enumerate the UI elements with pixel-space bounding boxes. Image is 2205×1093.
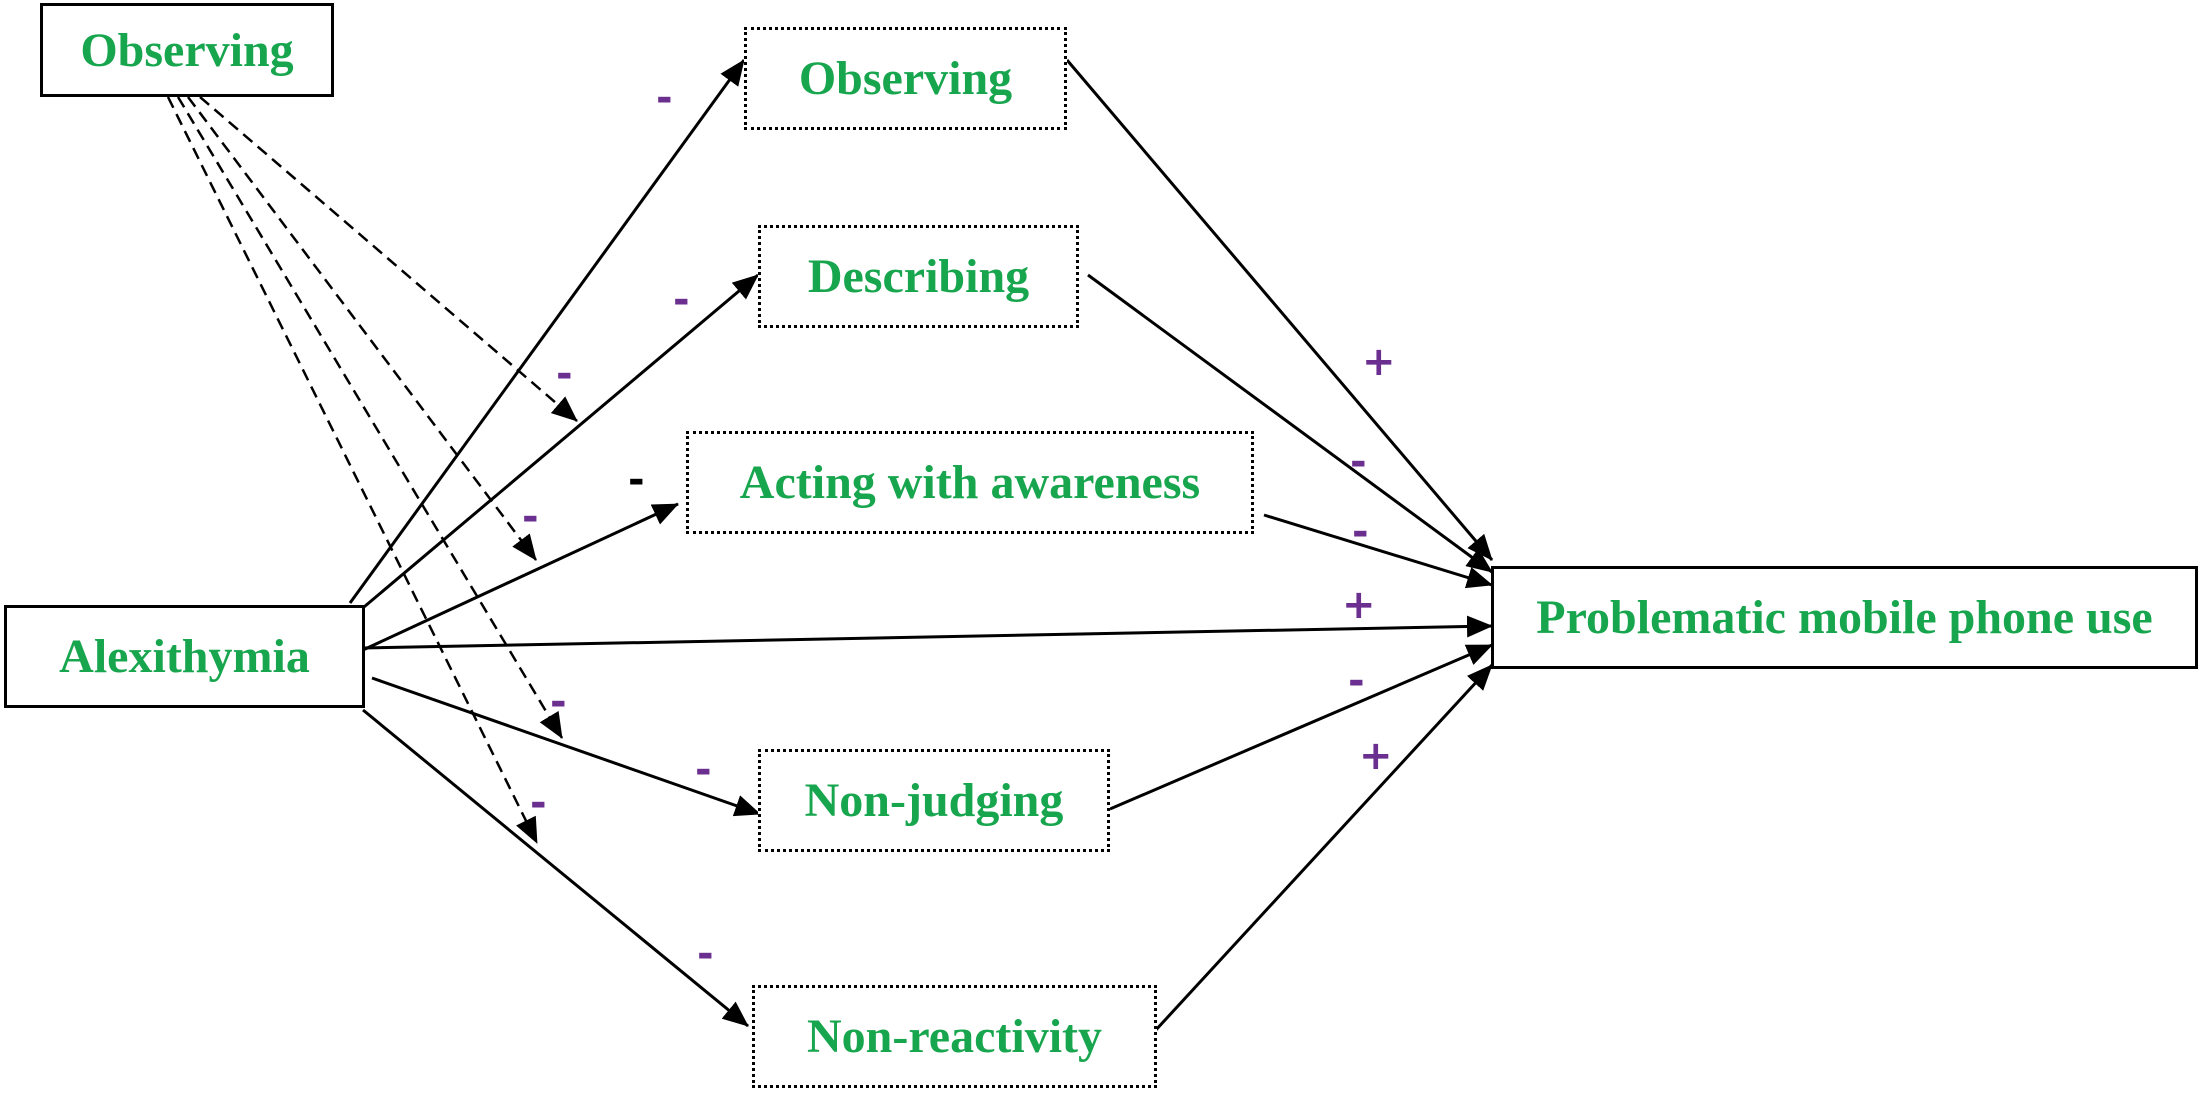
- sign-nonreactivity-to-pmpu: +: [1359, 733, 1393, 779]
- arrow-acting-to-pmpu: [1263, 513, 1493, 589]
- arrow-observing-to-pmpu: [1065, 59, 1494, 561]
- moderator-observing-label: Observing: [80, 23, 294, 77]
- describing-box: Describing: [758, 225, 1079, 328]
- observing-label: Observing: [798, 52, 1013, 105]
- dashed-moderator-path-1: [199, 96, 578, 422]
- sign-alexithymia-to-acting: -: [628, 457, 645, 503]
- alexithymia-label: Alexithymia: [59, 630, 310, 683]
- describing-label: Describing: [807, 250, 1030, 303]
- dashed-moderator-path-2: [187, 96, 537, 561]
- problematic-mobile-phone-use-box: Problematic mobile phone use: [1491, 566, 2198, 669]
- dashed-moderator-path-3: [176, 96, 564, 739]
- sign-alexithymia-to-nonreactivity: -: [697, 931, 714, 977]
- sign-acting-to-pmpu: -: [1352, 509, 1369, 555]
- arrow-nonreactivity-to-pmpu: [1152, 663, 1494, 1034]
- sign-moderation-3: -: [550, 679, 567, 725]
- non-reactivity-box: Non-reactivity: [752, 985, 1157, 1088]
- alexithymia-box: Alexithymia: [4, 605, 365, 708]
- dashed-moderator-path-4: [166, 96, 539, 844]
- acting-with-awareness-label: Acting with awareness: [739, 456, 1201, 509]
- sign-alexithymia-to-pmpu: +: [1342, 582, 1376, 628]
- arrow-describing-to-pmpu: [1087, 273, 1493, 574]
- moderator-observing-box: Observing: [40, 3, 334, 97]
- sign-moderation-4: -: [530, 780, 547, 826]
- acting-with-awareness-box: Acting with awareness: [686, 431, 1254, 534]
- arrow-alexithymia-to-nonjudging: [371, 676, 761, 817]
- sign-alexithymia-to-describing: -: [673, 277, 690, 323]
- arrow-alexithymia-to-pmpu: [362, 615, 1493, 650]
- sign-alexithymia-to-observing: -: [656, 75, 673, 121]
- sign-moderation-1: -: [556, 351, 573, 397]
- sign-nonjudging-to-pmpu: -: [1348, 658, 1365, 704]
- sign-observing-to-pmpu: +: [1362, 339, 1396, 385]
- problematic-mobile-phone-use-label: Problematic mobile phone use: [1536, 591, 2153, 644]
- arrow-nonjudging-to-pmpu: [1109, 643, 1493, 811]
- observing-box: Observing: [744, 27, 1067, 130]
- arrow-alexithymia-to-observing: [348, 59, 746, 604]
- non-judging-label: Non-judging: [804, 774, 1064, 827]
- sign-alexithymia-to-nonjudging: -: [695, 747, 712, 793]
- non-judging-box: Non-judging: [758, 749, 1110, 852]
- sign-describing-to-pmpu: -: [1350, 439, 1367, 485]
- non-reactivity-label: Non-reactivity: [806, 1010, 1103, 1063]
- sign-moderation-2: -: [522, 494, 539, 540]
- arrow-alexithymia-to-nonreactivity: [362, 708, 749, 1028]
- arrow-alexithymia-to-describing: [357, 273, 759, 614]
- arrow-alexithymia-to-acting: [362, 502, 679, 652]
